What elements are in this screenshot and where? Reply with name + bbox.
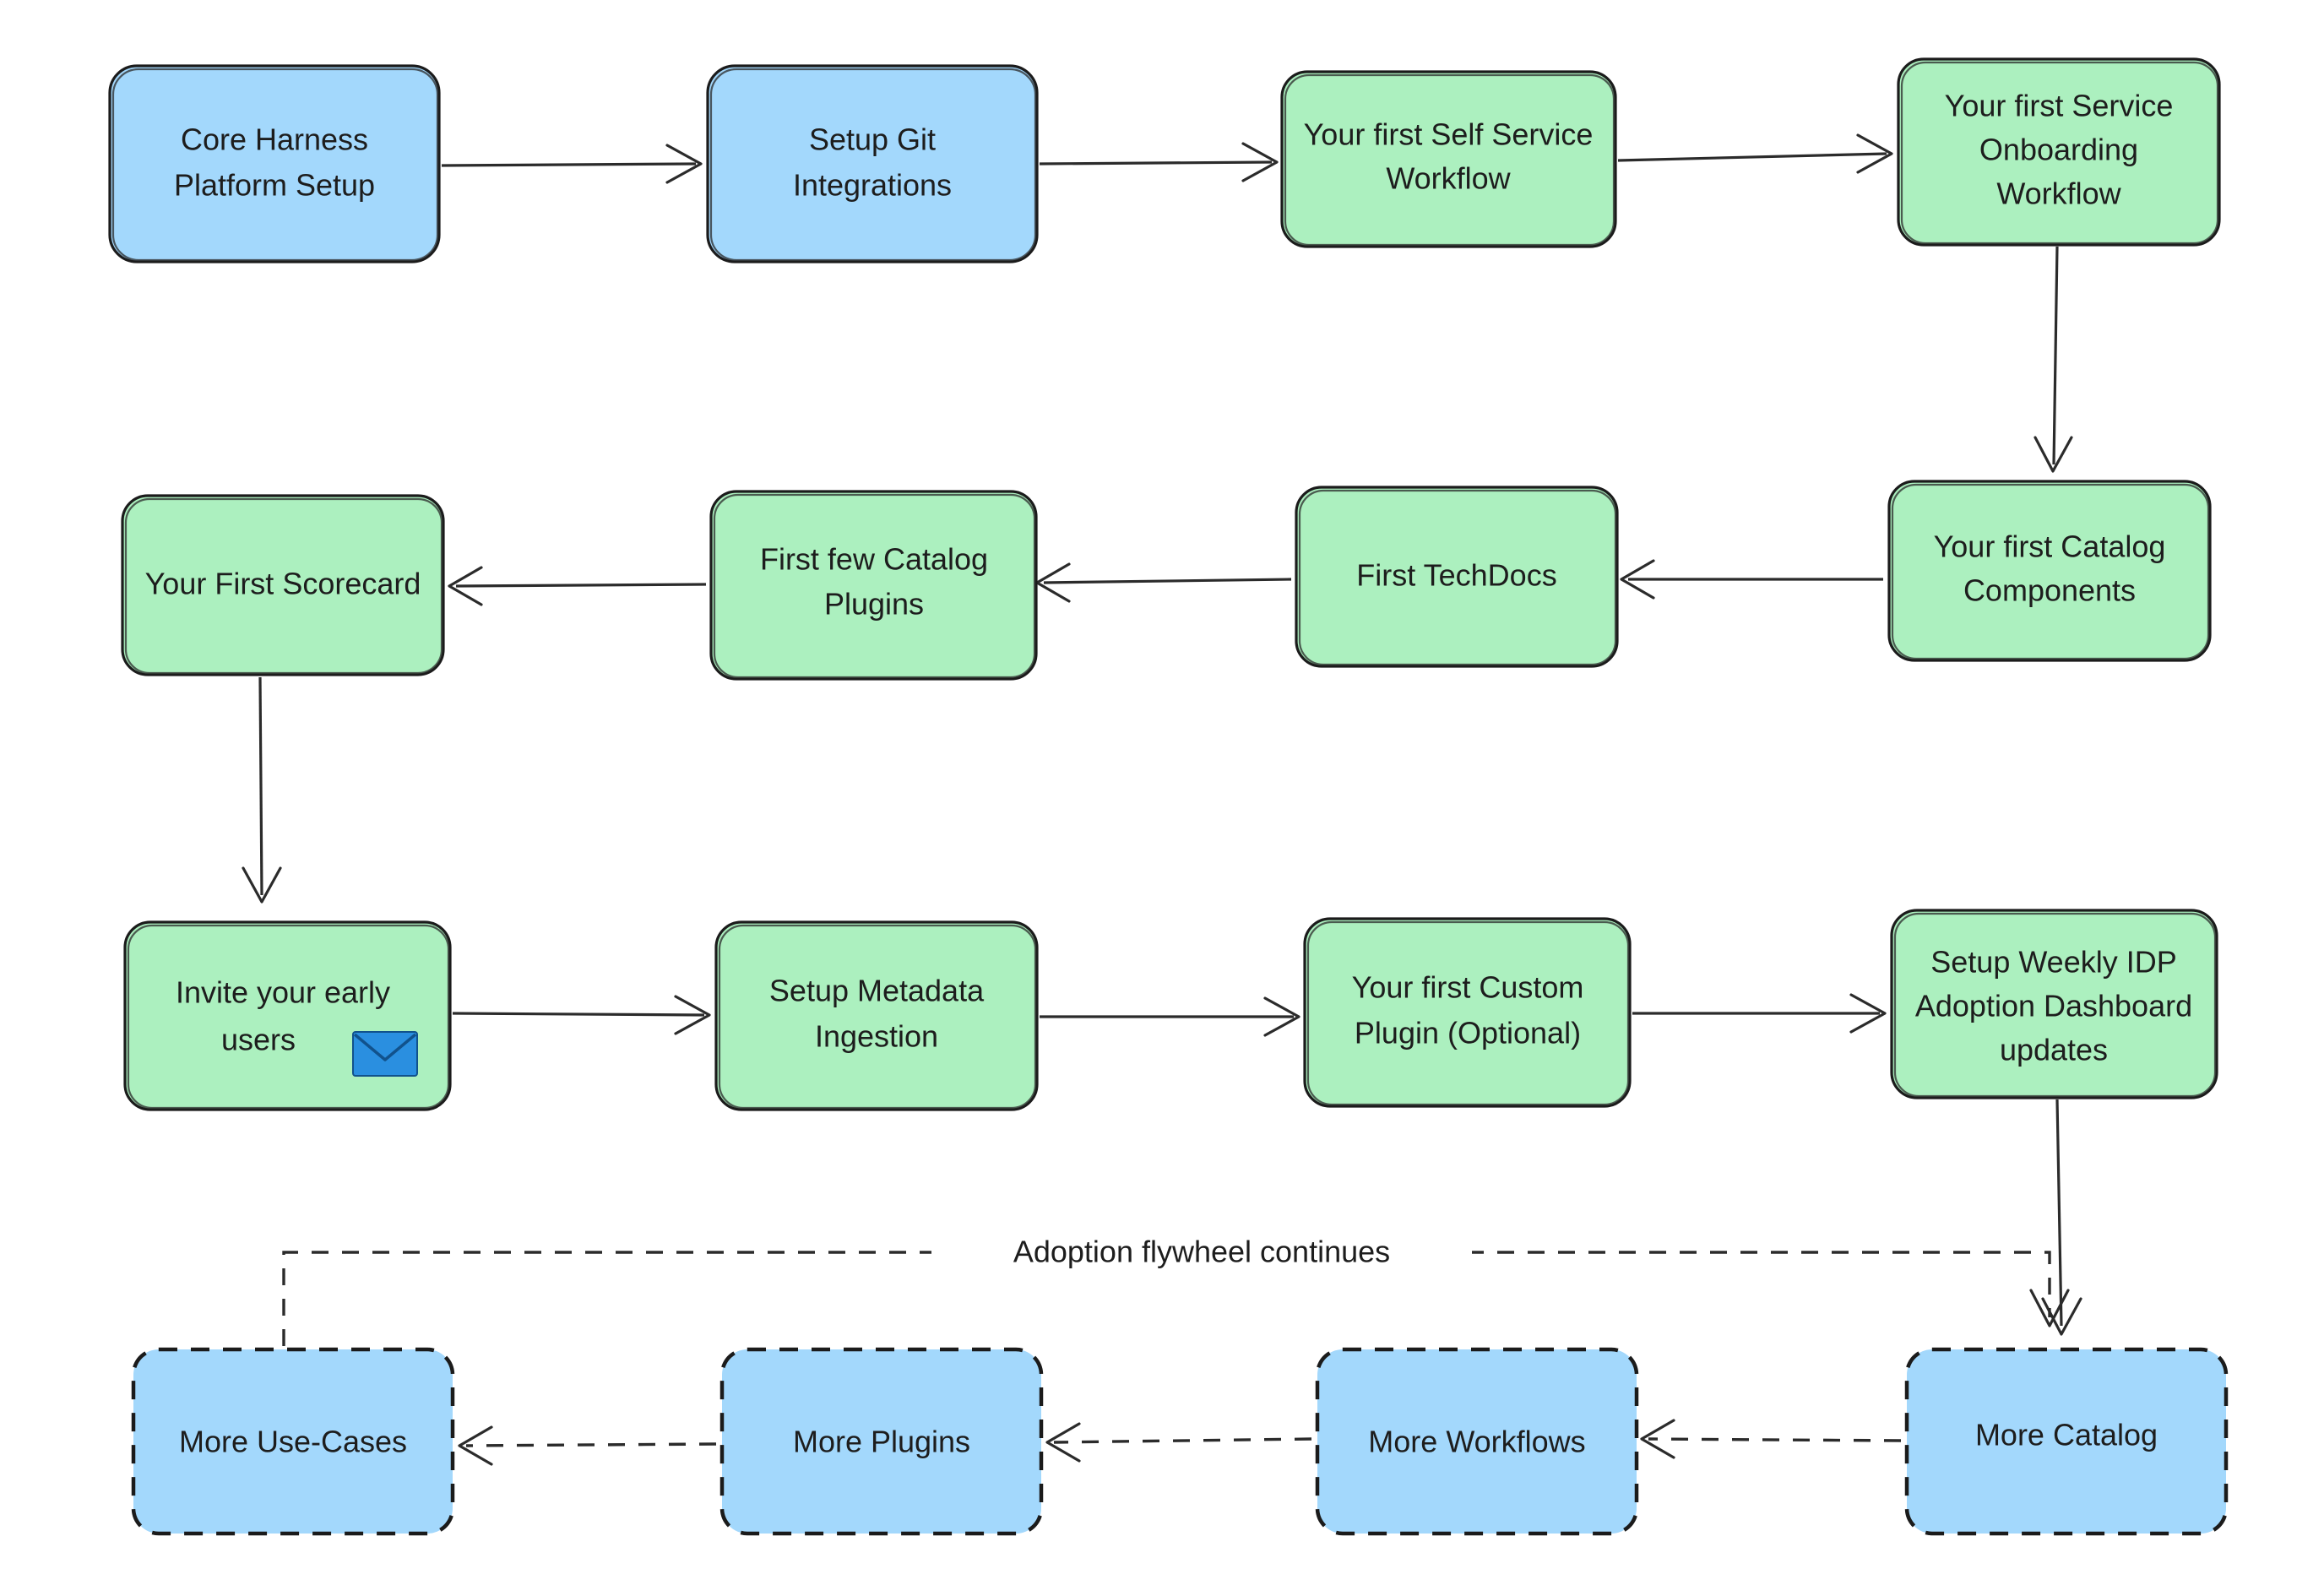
node-first-techdocs[interactable]: First TechDocs <box>1295 486 1619 668</box>
node-more-catalog[interactable]: More Catalog <box>1904 1347 2229 1536</box>
node-label-line: Ingestion <box>815 1019 938 1054</box>
node-label-line: Adoption Dashboard <box>1915 989 2192 1023</box>
node-your-first-scorecard[interactable]: Your First Scorecard <box>121 494 445 676</box>
edge-selfservice-to-onboarding <box>1617 133 1893 174</box>
edge-flywheel-loop: Adoption flywheel continues <box>282 1229 2070 1346</box>
node-core-harness-platform-setup[interactable]: Core Harness Platform Setup <box>108 64 441 263</box>
node-label-line: Invite your early <box>176 975 390 1010</box>
node-label-line: updates <box>2000 1033 2108 1067</box>
edge-catalog-components-to-techdocs <box>1620 559 1883 600</box>
node-label-line: Workflow <box>1386 161 1511 196</box>
node-label-line: First few Catalog <box>760 542 988 577</box>
node-label-line: More Catalog <box>1975 1418 2158 1452</box>
node-label-line: Core Harness <box>181 122 368 157</box>
edge-core-to-git <box>441 144 703 184</box>
edge-scorecard-to-invite-users <box>242 676 282 904</box>
node-label-line: Your First Scorecard <box>145 567 421 601</box>
node-label-line: Your first Catalog <box>1934 529 2166 564</box>
edge-custom-plugin-to-weekly-idp <box>1632 993 1887 1034</box>
node-your-first-catalog-components[interactable]: Your first Catalog Components <box>1887 480 2212 662</box>
node-your-first-self-service-workflow[interactable]: Your first Self Service Workflow <box>1280 70 1617 248</box>
node-first-few-catalog-plugins[interactable]: First few Catalog Plugins <box>709 490 1038 681</box>
node-label-line: Your first Service <box>1945 89 2174 123</box>
node-more-plugins[interactable]: More Plugins <box>719 1347 1044 1536</box>
node-label-line: Your first Custom <box>1352 970 1584 1005</box>
node-label-line: Setup Weekly IDP <box>1930 945 2176 980</box>
node-label-line: Components <box>1963 573 2136 608</box>
node-setup-metadata-ingestion[interactable]: Setup Metadata Ingestion <box>714 920 1039 1111</box>
edge-more-catalog-to-more-workflows <box>1640 1419 1902 1459</box>
node-label-line: users <box>221 1023 296 1057</box>
node-more-workflows[interactable]: More Workflows <box>1315 1347 1639 1536</box>
node-setup-weekly-idp-adoption-dashboard-updates[interactable]: Setup Weekly IDP Adoption Dashboard upda… <box>1890 909 2218 1099</box>
nodes-layer: Core Harness Platform Setup Setup Git In… <box>108 57 2229 1536</box>
node-setup-git-integrations[interactable]: Setup Git Integrations <box>706 64 1039 263</box>
node-your-first-service-onboarding-workflow[interactable]: Your first Service Onboarding Workflow <box>1897 57 2221 247</box>
edge-weekly-idp-to-more-catalog <box>2041 1099 2082 1336</box>
edge-catalog-plugins-to-scorecard <box>448 566 707 606</box>
edge-techdocs-to-catalog-plugins <box>1035 562 1292 603</box>
edge-invite-users-to-metadata <box>452 995 711 1035</box>
node-label-line: Setup Metadata <box>769 974 985 1008</box>
flywheel-label: Adoption flywheel continues <box>1013 1235 1390 1269</box>
node-label-line: Setup Git <box>809 122 936 157</box>
node-label-line: More Plugins <box>793 1425 970 1459</box>
edge-more-workflows-to-more-plugins <box>1045 1422 1312 1463</box>
node-label-line: Onboarding <box>1979 133 2138 167</box>
flywheel-label-bg <box>931 1229 1472 1276</box>
edges-layer: Adoption flywheel continues <box>242 133 2082 1466</box>
node-label-line: First TechDocs <box>1356 558 1556 593</box>
edge-onboarding-to-catalog-components <box>2033 246 2073 473</box>
node-label-line: Integrations <box>793 168 952 203</box>
node-label-line: Plugin (Optional) <box>1355 1016 1581 1050</box>
node-invite-your-early-users[interactable]: Invite your early users <box>123 920 452 1111</box>
node-label-line: Plugins <box>824 587 924 622</box>
node-label-line: More Workflows <box>1368 1425 1585 1459</box>
node-label-line: More Use-Cases <box>179 1425 407 1459</box>
node-more-use-cases[interactable]: More Use-Cases <box>131 1347 455 1536</box>
node-label-line: Your first Self Service <box>1304 117 1594 152</box>
node-your-first-custom-plugin-optional[interactable]: Your first Custom Plugin (Optional) <box>1303 917 1632 1108</box>
edge-more-plugins-to-more-use-cases <box>458 1425 717 1466</box>
edge-git-to-selfservice <box>1039 142 1279 182</box>
envelope-icon <box>352 1031 418 1077</box>
edge-metadata-to-custom-plugin <box>1040 996 1300 1037</box>
node-label-line: Platform Setup <box>174 168 375 203</box>
node-label-line: Workflow <box>1996 176 2121 211</box>
